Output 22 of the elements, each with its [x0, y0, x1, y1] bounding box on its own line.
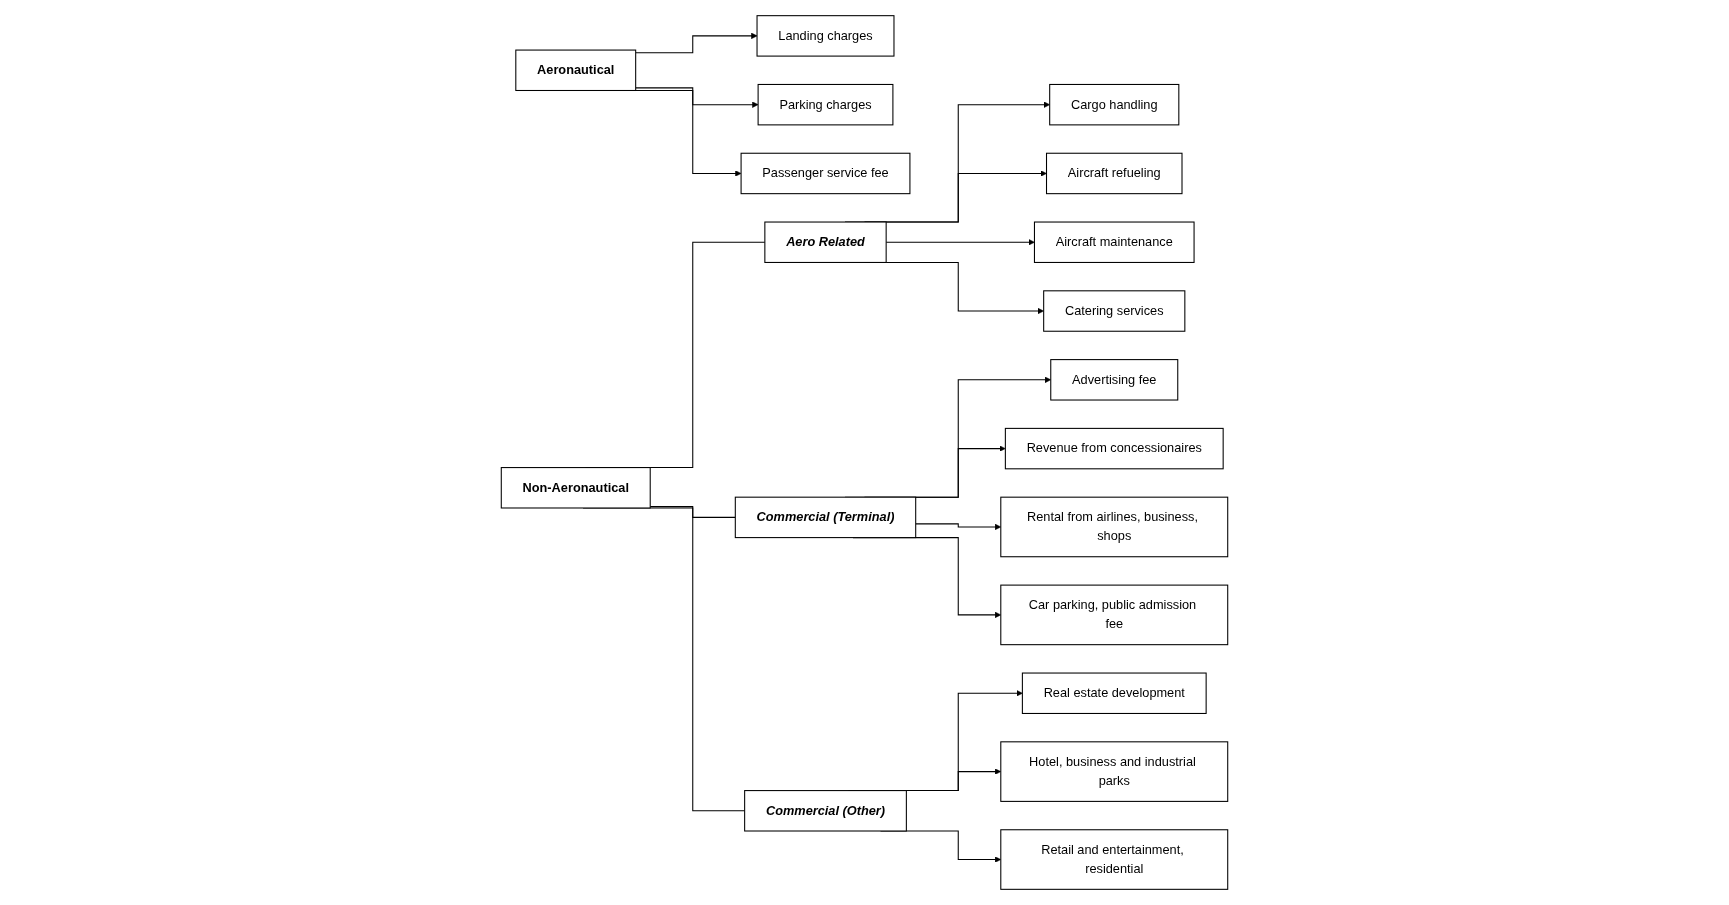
- node-box: Aircraft maintenance: [1033, 221, 1195, 263]
- node-box: Rental from airlines, business, shops: [1000, 496, 1229, 558]
- node-box: Hotel, business and industrial parks: [1000, 741, 1229, 802]
- node-box: Retail and entertainment, residential: [1000, 829, 1229, 890]
- node-box: Real estate development: [1021, 672, 1207, 714]
- arrow: [635, 32, 758, 54]
- node-box: Commercial (Terminal): [734, 496, 917, 539]
- node-box: Parking charges: [757, 83, 894, 126]
- connector: [649, 506, 736, 518]
- node-box: Cargo handling: [1049, 83, 1180, 126]
- node-box: Landing charges: [756, 15, 895, 57]
- arrow: [635, 87, 759, 108]
- node-box: Car parking, public admission fee: [1000, 584, 1229, 646]
- node-box: Aeronautical: [515, 49, 637, 91]
- node-box: Non-Aeronautical: [500, 467, 651, 509]
- node-box: Aircraft refueling: [1046, 152, 1183, 195]
- node-box: Aero Related: [764, 221, 887, 263]
- node-box: Passenger service fee: [740, 152, 911, 195]
- node-box: Commercial (Other): [744, 790, 907, 832]
- node-box: Revenue from concessionaires: [1004, 427, 1224, 470]
- node-box: Catering services: [1043, 290, 1186, 332]
- node-box: Advertising fee: [1050, 359, 1179, 401]
